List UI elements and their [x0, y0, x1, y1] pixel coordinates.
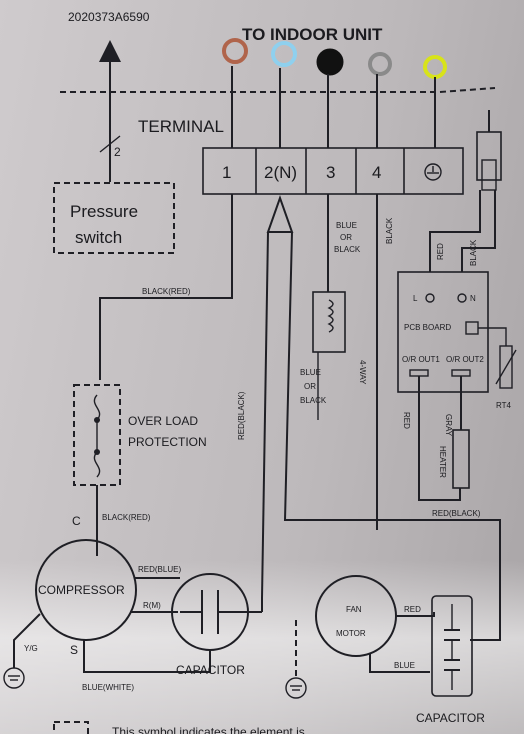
fan-ground-icon	[285, 677, 307, 699]
terminal-slot-3: 3	[326, 163, 335, 182]
coil-icon	[327, 299, 334, 333]
terminal-block	[202, 147, 464, 195]
top-connector	[476, 131, 502, 181]
overload-line1: OVER LOAD	[128, 414, 198, 428]
up-arrow-icon	[99, 40, 121, 62]
pcb-n-pin	[457, 293, 467, 303]
fan-line2: MOTOR	[336, 629, 366, 638]
terminal-slot-2: 2(N)	[264, 163, 297, 182]
indoor-boundary-line	[60, 87, 496, 93]
pcb-out2-pin	[451, 369, 471, 377]
label-fan-blue: BLUE	[394, 661, 415, 670]
header-title: TO INDOOR UNIT	[242, 25, 383, 44]
footer-note: This symbol indicates the element is	[112, 725, 305, 734]
label-blue-white: BLUE(WHITE)	[82, 683, 134, 692]
pcb-gray-label: GRAY	[444, 414, 453, 437]
label-black-vert: BLACK	[385, 217, 394, 244]
terminal-slot-1: 1	[222, 163, 231, 182]
four-way-label: 4-WAY	[358, 360, 367, 385]
label-fan-red: RED	[404, 605, 421, 614]
marker-2-icon	[271, 41, 297, 67]
wire-to-fan	[283, 231, 378, 530]
label-black-red-top: BLACK(RED)	[142, 287, 191, 296]
label-s: S	[70, 643, 78, 657]
thermistor-slash	[495, 349, 517, 385]
pressure-switch-line2: switch	[75, 228, 122, 247]
thermistor-icon	[499, 345, 513, 389]
heater-label: HEATER	[438, 446, 447, 478]
label-r-m: R(M)	[143, 601, 161, 610]
compressor-label: COMPRESSOR	[38, 583, 125, 597]
pressure-count: 2	[114, 145, 121, 159]
label-red-black-mid: RED(BLACK)	[237, 391, 246, 440]
overload-line2: PROTECTION	[128, 435, 207, 449]
ground-terminal-icon	[424, 163, 442, 181]
marker-5-icon	[423, 55, 447, 79]
wire-fan-blue	[369, 654, 430, 673]
wire-yg	[13, 613, 41, 668]
wire-black-red	[99, 194, 233, 380]
pcb-rt-connector	[465, 321, 479, 335]
four-way-valve-box	[312, 291, 346, 353]
label-blue-small-2: OR	[304, 382, 316, 391]
ground-icon	[3, 667, 25, 689]
fan-motor	[315, 575, 397, 657]
wire-red-black-mid	[261, 231, 269, 599]
wire-red-black-right	[377, 519, 501, 641]
overload-box	[73, 384, 121, 486]
fan-line1: FAN	[346, 605, 362, 614]
heater-element	[452, 429, 470, 489]
rt-lead	[478, 327, 507, 346]
wire-pcb-l	[429, 190, 481, 272]
pcb-board	[397, 271, 489, 393]
capacitor-left-label: CAPACITOR	[176, 663, 245, 677]
pressure-switch-box	[53, 182, 175, 254]
pcb-l-label: L	[413, 294, 418, 303]
pressure-slash	[99, 135, 121, 153]
terminal-label: TERMINAL	[138, 117, 224, 136]
label-red-black-right: RED(BLACK)	[432, 509, 481, 518]
label-red-blue: RED(BLUE)	[138, 565, 181, 574]
wire-fan-red	[396, 612, 435, 617]
wire-blue-white	[83, 640, 211, 673]
pcb-red-label: RED	[402, 412, 411, 429]
top-connector-pin	[481, 159, 497, 191]
label-blue-3: BLACK	[334, 245, 361, 254]
pcb-out2: O/R OUT2	[446, 355, 484, 364]
capacitor-right-label: CAPACITOR	[416, 711, 485, 725]
compressor-motor	[35, 539, 137, 641]
terminal-slot-4: 4	[372, 163, 381, 182]
wire-heater-red	[418, 376, 461, 501]
label-blue-small-1: BLUE	[300, 368, 321, 377]
label-black-red-comp: BLACK(RED)	[102, 513, 151, 522]
label-blue-2: OR	[340, 233, 352, 242]
pcb-out1: O/R OUT1	[402, 355, 440, 364]
arrow-2n-icon	[266, 194, 294, 233]
label-black-v: BLACK	[469, 239, 478, 266]
marker-3-icon	[316, 48, 344, 76]
rt-label: RT4	[496, 401, 512, 410]
wire-pcb-n	[461, 190, 496, 272]
capacitor-right	[431, 595, 473, 697]
label-blue-1: BLUE	[336, 221, 357, 230]
pcb-title: PCB BOARD	[404, 323, 451, 332]
marker-1-icon	[222, 38, 248, 64]
pcb-out1-pin	[409, 369, 429, 377]
label-blue-small-3: BLACK	[300, 396, 327, 405]
model-code: 2020373A6590	[68, 10, 150, 24]
label-yg: Y/G	[24, 644, 38, 653]
symbol-legend-box	[53, 721, 89, 734]
pcb-l-pin	[425, 293, 435, 303]
marker-4-icon	[368, 52, 392, 76]
label-red-v: RED	[436, 243, 445, 260]
label-c: C	[72, 514, 81, 528]
pcb-n-label: N	[470, 294, 476, 303]
pressure-switch-line1: Pressure	[70, 202, 138, 221]
